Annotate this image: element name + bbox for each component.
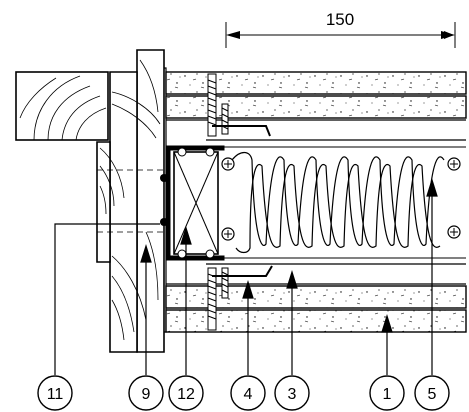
callout-9-label: 9 [142, 386, 151, 403]
callout-3: 3 [274, 375, 310, 411]
callout-5-label: 5 [428, 386, 437, 403]
callout-12: 12 [168, 375, 204, 411]
seal-strips [212, 125, 273, 277]
callout-4: 4 [230, 375, 266, 411]
leader-lines [54, 177, 438, 375]
board-layers-top [165, 71, 467, 148]
timber-frame [96, 49, 167, 353]
callout-1-label: 1 [383, 386, 392, 403]
callout-11-label: 11 [47, 386, 64, 403]
dimension-150: 150 [225, 10, 456, 48]
callout-3-label: 3 [288, 386, 297, 403]
callout-11: 11 [37, 375, 73, 411]
board-layers-bottom [165, 257, 467, 333]
callout-1: 1 [369, 375, 405, 411]
insulation [221, 150, 462, 254]
dimension-label: 150 [326, 10, 354, 29]
steel-profile [160, 145, 225, 261]
callout-9: 9 [128, 375, 164, 411]
callout-5: 5 [414, 375, 450, 411]
screws [207, 73, 229, 331]
timber-beam-top-left [15, 71, 109, 141]
callout-12-label: 12 [177, 386, 195, 403]
callout-4-label: 4 [244, 386, 253, 403]
